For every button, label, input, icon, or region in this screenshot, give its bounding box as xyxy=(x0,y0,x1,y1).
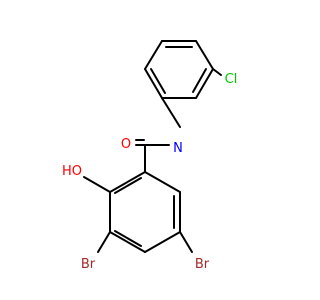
bond xyxy=(144,171,181,193)
bond xyxy=(114,177,142,194)
molecule-canvas: O N HO Cl Br Br xyxy=(62,40,237,272)
molecule-structure: O N HO Cl Br Br xyxy=(62,40,237,272)
bond xyxy=(195,68,214,99)
bond xyxy=(212,68,222,76)
bond xyxy=(144,40,163,70)
bond xyxy=(144,231,181,253)
bond xyxy=(161,97,181,128)
bond xyxy=(179,231,193,253)
bond xyxy=(109,171,146,193)
atom-labels: O N HO Cl Br Br xyxy=(62,72,237,272)
bond xyxy=(109,231,146,253)
atom-label-br-right: Br xyxy=(195,257,210,272)
bond xyxy=(150,68,166,94)
atom-label-br-left: Br xyxy=(81,257,96,272)
atom-label-cl: Cl xyxy=(225,72,238,87)
atom-label-n: N xyxy=(173,141,183,156)
bond xyxy=(114,230,142,247)
bond xyxy=(83,176,111,193)
bond xyxy=(144,68,163,99)
bond xyxy=(97,231,111,253)
atom-label-ho: HO xyxy=(62,164,82,179)
bond xyxy=(195,40,214,70)
bond-lines xyxy=(83,40,222,253)
bond xyxy=(192,68,207,93)
atom-label-o: O xyxy=(121,137,131,152)
